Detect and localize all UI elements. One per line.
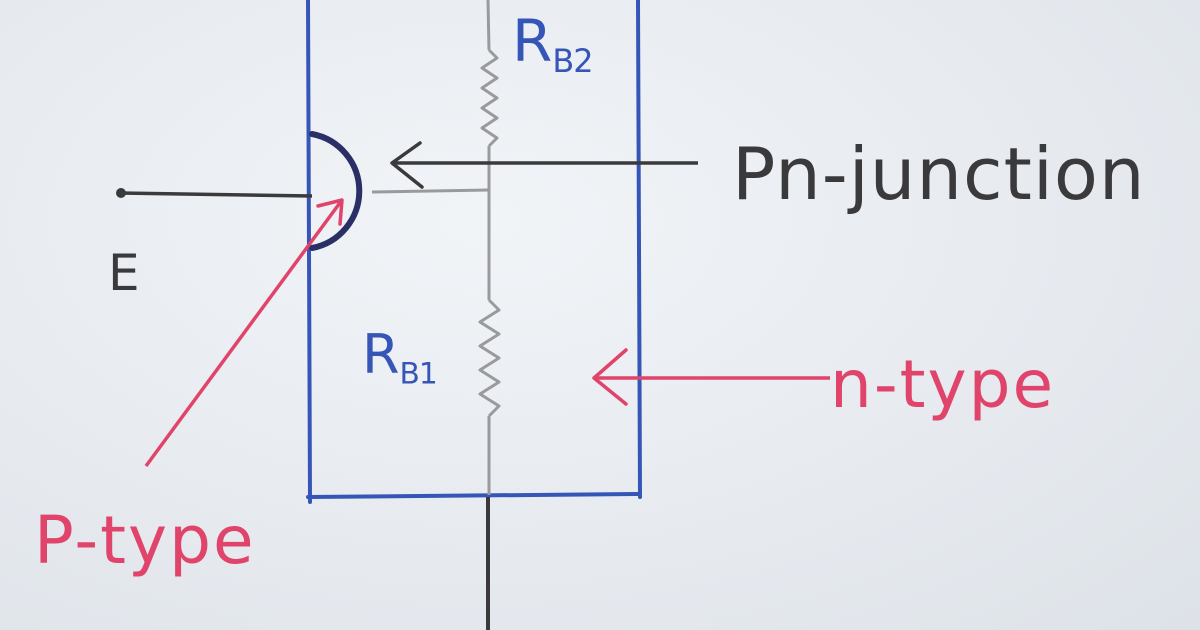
n-type-arrowhead [592,348,628,406]
n-type-label: n-type [830,346,1056,423]
pn-junction-label: Pn-junction [732,132,1146,216]
rb1-label: RB1 [362,323,438,392]
n-type-bar-outline [306,0,642,504]
p-type-label: P-type [34,502,256,579]
rb1-resistor [478,298,501,418]
p-type-arrow-shaft [144,198,344,468]
rb2-resistor [480,48,499,148]
p-type-region [309,131,363,251]
rb2-label: RB2 [512,7,593,81]
junction-tap-line [371,188,490,194]
p-type-arrowhead [316,198,344,226]
emitter-label: E [108,244,140,302]
pn-junction-arrowhead [390,141,424,189]
emitter-lead [120,191,313,198]
base2-lead [486,0,491,51]
